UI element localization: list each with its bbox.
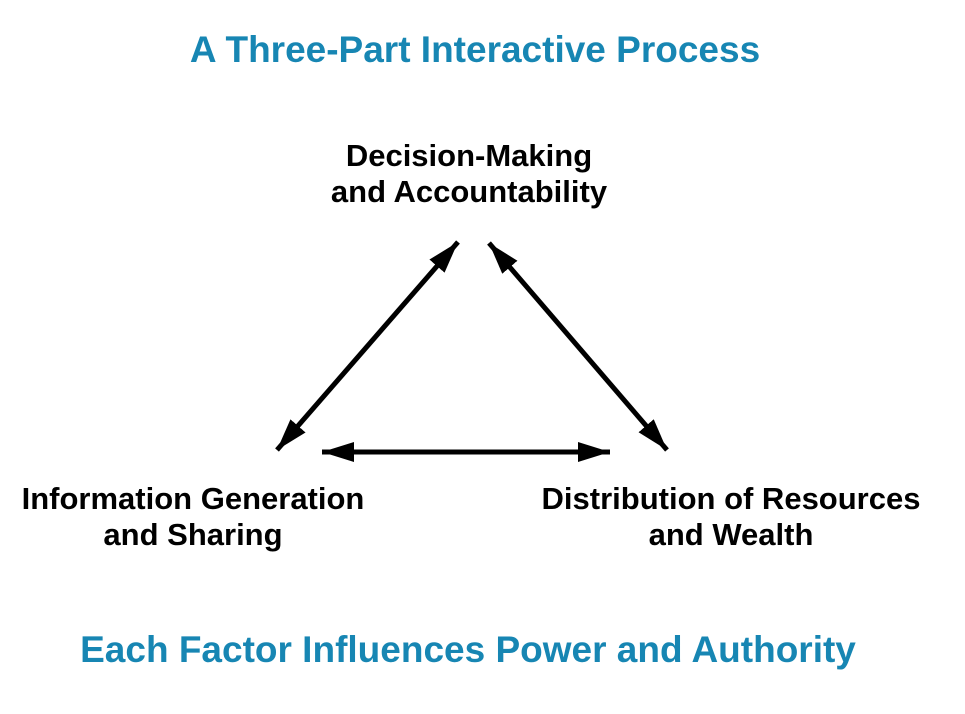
node-label-line: and Accountability bbox=[330, 174, 608, 209]
node-label-line: Distribution of Resources bbox=[541, 481, 921, 516]
node-label-line: and Sharing bbox=[103, 517, 283, 552]
node-distribution-of-resources-and-wealth: Distribution of Resources and Wealth bbox=[542, 481, 921, 553]
node-information-generation-and-sharing: Information Generation and Sharing bbox=[22, 481, 365, 553]
arrow-decision-information bbox=[275, 240, 460, 452]
arrow-decision-distribution bbox=[487, 241, 669, 452]
node-decision-making-and-accountability: Decision-Making and Accountability bbox=[331, 138, 607, 210]
node-label-line: and Wealth bbox=[648, 517, 814, 552]
caption: Each Factor Influences Power and Authori… bbox=[80, 629, 856, 670]
node-label-line: Information Generation bbox=[21, 481, 365, 516]
node-label-line: Decision-Making bbox=[345, 138, 593, 173]
page-title: A Three-Part Interactive Process bbox=[189, 29, 761, 70]
